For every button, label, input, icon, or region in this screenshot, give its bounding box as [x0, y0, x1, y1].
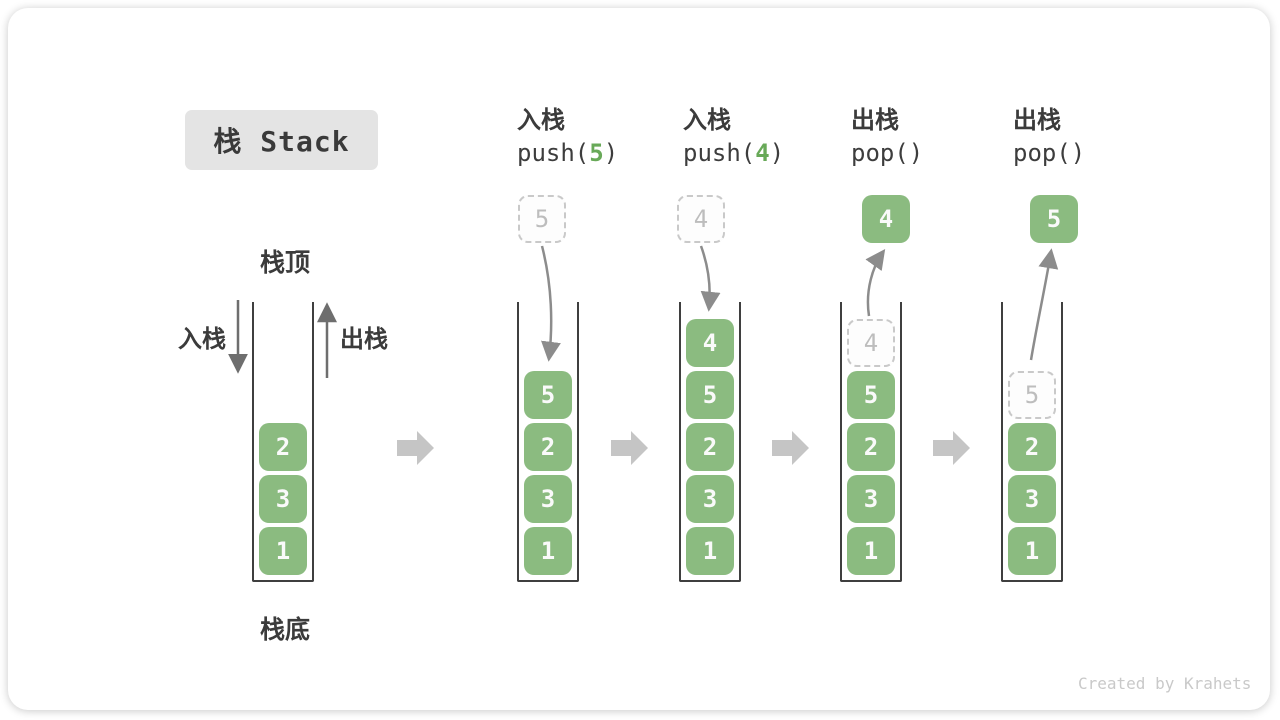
stack-block: 3 [259, 475, 307, 523]
op-cn-label: 出栈 [851, 107, 899, 134]
stack-block: 1 [686, 527, 734, 575]
stack-container-2: 5 2 3 1 [517, 302, 579, 582]
op-header-pop1: 出栈 pop() [851, 106, 1021, 170]
watermark: Created by Krahets [1078, 674, 1252, 693]
stack-block: 5 [686, 371, 734, 419]
op-code-label: pop() [1013, 139, 1086, 167]
stack-block: 1 [259, 527, 307, 575]
op-cn-label: 出栈 [1013, 107, 1061, 134]
op-code-label: push(4) [683, 139, 785, 167]
popped-value-box: 5 [1030, 195, 1078, 243]
step-arrow-icon [397, 431, 434, 465]
stack-block: 3 [847, 475, 895, 523]
stack-block: 1 [847, 527, 895, 575]
stack-container-4: 4 5 2 3 1 [840, 302, 902, 582]
push-side-label: 入栈 [178, 326, 226, 353]
step-arrow-icon [933, 431, 970, 465]
stack-container-1: 2 3 1 [252, 302, 314, 582]
stack-block: 5 [524, 371, 572, 419]
stack-block: 2 [847, 423, 895, 471]
stack-block: 1 [1008, 527, 1056, 575]
stack-block: 1 [524, 527, 572, 575]
pop-side-label: 出栈 [340, 326, 388, 353]
op-arg: 5 [589, 139, 604, 167]
stack-container-5: 5 2 3 1 [1001, 302, 1063, 582]
op-code-label: pop() [851, 139, 924, 167]
stack-block: 2 [524, 423, 572, 471]
diagram-title: 栈 Stack [185, 110, 378, 170]
op-header-push5: 入栈 push(5) [517, 106, 687, 170]
stack-top-label: 栈顶 [259, 249, 310, 277]
stack-block: 2 [686, 423, 734, 471]
push-motion-arrow-icon [699, 245, 721, 312]
float-value-box: 5 [518, 195, 566, 243]
op-code-label: push(5) [517, 139, 619, 167]
stack-block: 3 [686, 475, 734, 523]
stack-container-3: 4 5 2 3 1 [679, 302, 741, 582]
stack-block-removed: 5 [1008, 371, 1056, 419]
step-arrow-icon [611, 431, 648, 465]
step-arrow-icon [772, 431, 809, 465]
popped-value-box: 4 [862, 195, 910, 243]
stack-block: 5 [847, 371, 895, 419]
stack-block: 4 [686, 319, 734, 367]
stack-bottom-label: 栈底 [259, 616, 310, 644]
op-arg: 4 [755, 139, 770, 167]
op-cn-label: 入栈 [517, 107, 565, 134]
op-header-push4: 入栈 push(4) [683, 106, 853, 170]
op-cn-label: 入栈 [683, 107, 731, 134]
stack-block: 3 [524, 475, 572, 523]
stack-block: 2 [1008, 423, 1056, 471]
float-value-box: 4 [677, 195, 725, 243]
stack-block: 3 [1008, 475, 1056, 523]
stack-block: 2 [259, 423, 307, 471]
stack-block-removed: 4 [847, 319, 895, 367]
op-header-pop2: 出栈 pop() [1013, 106, 1183, 170]
